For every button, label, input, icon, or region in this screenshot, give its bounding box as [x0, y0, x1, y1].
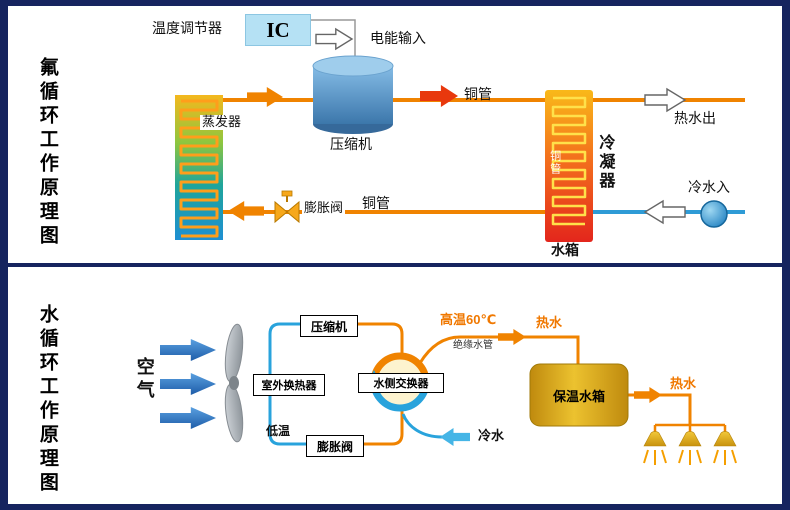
ic-chip: IC	[245, 14, 311, 46]
tank-outlet-flow-arrow	[634, 387, 662, 403]
insulated-pipe-label: 绝缘水管	[451, 340, 495, 352]
expansion-valve-label: 膨胀阀	[302, 200, 346, 216]
panel-water-cycle: 水循环工作原理图 空气 室外换热器 压缩机 水侧交换器 膨胀阀 低温 高温60℃…	[8, 267, 782, 504]
hot-water-line	[418, 335, 580, 364]
expansion-valve-symbol	[274, 190, 300, 224]
temp-controller-label: 温度调节器	[152, 20, 222, 36]
cold-water-label: 冷水	[478, 428, 505, 443]
cold-water-in-arrow	[643, 199, 686, 225]
hot-water-flow-arrow	[498, 329, 526, 345]
ic-wire	[309, 19, 356, 60]
panel-fluorine-cycle: 氟循环工作原理图 温度调节器 IC 电能输入 蒸发器 压缩机 铜管 冷凝器 铜管…	[8, 6, 782, 263]
copper-pipe-bottom-label: 铜管	[362, 195, 390, 211]
compressor-box: 压缩机	[300, 315, 358, 337]
panel-title-fluorine: 氟循环工作原理图	[36, 57, 58, 249]
condenser-copper-pipe-label: 铜管	[548, 150, 561, 176]
compressor-cylinder	[312, 55, 394, 134]
hot-water-label-2: 热水	[670, 376, 697, 391]
cold-water-line	[401, 413, 443, 439]
hot-water-out-label: 热水出	[674, 110, 716, 126]
evaporator-out-arrow	[247, 87, 283, 107]
copper-pipe-top-label: 铜管	[464, 86, 492, 102]
storage-tank-label: 保温水箱	[552, 388, 605, 404]
loop-hot-segment	[333, 322, 404, 446]
high-temp-label: 高温60℃	[440, 312, 497, 327]
low-temp-label: 低温	[266, 424, 291, 438]
expansion-return-arrow	[228, 201, 264, 221]
fan	[224, 323, 244, 443]
shower-spray	[643, 449, 737, 465]
storage-tank	[529, 363, 629, 427]
compressor-out-arrow	[420, 85, 458, 107]
shower-heads	[643, 431, 737, 465]
hot-water-out-arrow	[644, 87, 687, 113]
outdoor-exchanger-box: 室外换热器	[253, 374, 325, 396]
water-cycle-drawing	[160, 322, 737, 465]
air-arrows	[160, 339, 216, 429]
hot-water-label-1: 热水	[536, 315, 563, 330]
compressor-label: 压缩机	[330, 136, 372, 152]
condenser-tank	[545, 90, 593, 242]
shower-supply-line	[628, 393, 727, 434]
cold-water-in-label: 冷水入	[688, 179, 730, 195]
power-input-arrow	[315, 27, 354, 51]
expansion-valve-box: 膨胀阀	[306, 435, 364, 457]
air-label: 空气	[134, 357, 155, 403]
evaporator-label: 蒸发器	[200, 114, 244, 130]
water-pump	[700, 200, 728, 228]
fluorine-cycle-drawing	[175, 19, 745, 242]
panel-title-water: 水循环工作原理图	[36, 304, 58, 496]
water-tank-label: 水箱	[551, 242, 579, 258]
cold-water-flow-arrow	[440, 428, 470, 446]
power-input-label: 电能输入	[370, 30, 426, 46]
condenser-label: 冷凝器	[596, 134, 614, 191]
water-exchanger-box: 水侧交换器	[358, 373, 444, 393]
condenser-coil	[551, 96, 587, 226]
